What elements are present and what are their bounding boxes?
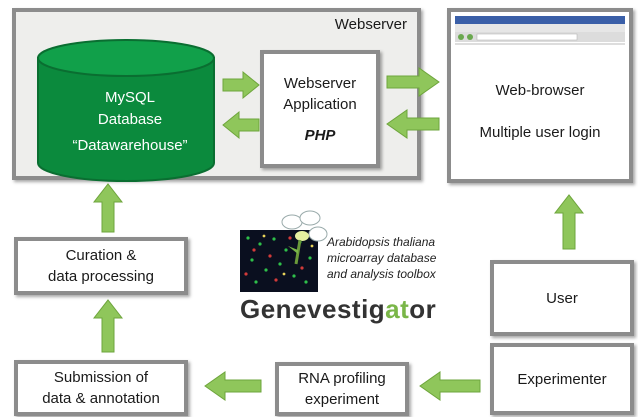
submission-line1: Submission of xyxy=(53,369,149,386)
arrow-right-db-to-app xyxy=(222,70,260,100)
arrow-left-app-to-db xyxy=(222,110,260,140)
submission-box: Submission of data & annotation xyxy=(14,360,188,416)
curation-line2: data processing xyxy=(48,268,154,285)
user-box: User xyxy=(490,260,634,336)
application-line1: Webserver xyxy=(283,74,357,92)
logo-title-part1: Genevestig xyxy=(240,294,386,324)
rna-line1: RNA profiling xyxy=(298,370,386,387)
database-subtitle: Database xyxy=(97,111,163,128)
database-cylinder-icon xyxy=(37,39,215,182)
browser-title: Web-browser xyxy=(495,82,585,99)
logo-title-accent: at xyxy=(385,294,410,324)
database-title: MySQL xyxy=(104,89,155,106)
webserver-container: Webserver MySQL Database “Datawarehouse”… xyxy=(12,8,421,182)
logo-caption-line3: and analysis toolbox xyxy=(327,267,436,281)
curation-line1: Curation & xyxy=(65,247,137,264)
flower-icon xyxy=(281,210,328,265)
application-line2: Application xyxy=(283,95,357,113)
logo-title-part3: or xyxy=(409,294,437,324)
arrow-right-server-to-browser xyxy=(386,67,440,97)
arrow-up-curation-to-db xyxy=(92,183,124,233)
arrow-up-user-to-browser xyxy=(553,194,585,250)
application-language: PHP xyxy=(304,126,336,144)
arrow-left-experimenter-to-rna xyxy=(419,371,481,401)
webserver-application-box: Webserver Application PHP xyxy=(260,50,380,168)
browser-subtitle: Multiple user login xyxy=(479,124,601,141)
experimenter-label: Experimenter xyxy=(517,370,607,388)
arrow-left-rna-to-submission xyxy=(204,371,262,401)
experimenter-box: Experimenter xyxy=(490,343,634,415)
logo-caption-line1: Arabidopsis thaliana xyxy=(327,235,436,249)
curation-box: Curation & data processing xyxy=(14,237,188,295)
arrow-left-browser-to-server xyxy=(386,109,440,139)
webserver-label: Webserver xyxy=(334,16,407,33)
rna-profiling-box: RNA profiling experiment xyxy=(275,362,409,416)
web-browser-box: Web-browser Multiple user login xyxy=(447,8,633,183)
logo-caption: Arabidopsis thaliana microarray database… xyxy=(327,234,436,282)
genevestigator-logo-text: Genevestigator xyxy=(240,294,436,325)
arrow-up-submission-to-curation xyxy=(92,299,124,353)
logo-caption-line2: microarray database xyxy=(327,251,437,265)
browser-window-thumbnail-icon xyxy=(455,16,625,45)
submission-line2: data & annotation xyxy=(42,390,160,407)
user-label: User xyxy=(546,289,578,307)
rna-line2: experiment xyxy=(304,391,380,408)
database-name: “Datawarehouse” xyxy=(72,137,188,154)
